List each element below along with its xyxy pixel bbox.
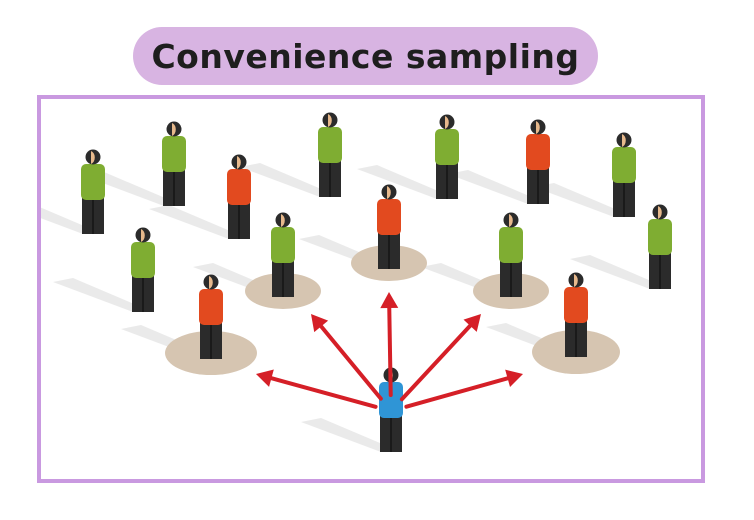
- selection-arrow: [387, 305, 393, 398]
- person-torso: [526, 134, 550, 170]
- person-legs-divider: [537, 168, 539, 204]
- person-face: [574, 274, 578, 287]
- person-face: [172, 123, 176, 136]
- person-legs-divider: [92, 198, 94, 234]
- arrow-head: [380, 292, 399, 309]
- person-torso: [271, 227, 295, 263]
- person-shadow: [53, 278, 153, 312]
- people-layer: [81, 112, 672, 452]
- arrow-layer: [256, 292, 523, 409]
- person-shadow: [357, 165, 457, 199]
- person-shadow: [301, 418, 401, 452]
- person-torso: [377, 199, 401, 235]
- selection-arrow: [404, 376, 510, 409]
- person-face: [141, 229, 145, 242]
- selected-person: [526, 119, 550, 204]
- person-legs-divider: [623, 181, 625, 217]
- unselected-person: [162, 121, 186, 206]
- person-shadow: [149, 205, 249, 239]
- arrow-head: [505, 369, 523, 387]
- person-torso: [499, 227, 523, 263]
- arrow-head: [463, 314, 481, 332]
- person-torso: [199, 289, 223, 325]
- person-face: [509, 214, 513, 227]
- unselected-person: [612, 132, 636, 217]
- selected-person: [377, 184, 401, 269]
- arrow-head: [256, 369, 274, 387]
- person-face: [237, 156, 241, 169]
- person-face: [91, 151, 95, 164]
- person-shadow: [240, 163, 340, 197]
- sampling-illustration: [41, 112, 672, 452]
- unselected-person: [271, 212, 295, 297]
- person-shadow: [570, 255, 670, 289]
- person-legs-divider: [388, 233, 390, 269]
- person-legs-divider: [329, 161, 331, 197]
- person-face: [445, 116, 449, 129]
- person-face: [281, 214, 285, 227]
- unselected-person: [318, 112, 342, 197]
- arrow-head: [311, 314, 329, 333]
- selection-arrow: [319, 324, 383, 401]
- person-torso: [648, 219, 672, 255]
- person-torso: [227, 169, 251, 205]
- person-legs-divider: [210, 323, 212, 359]
- selection-arrow: [269, 376, 378, 409]
- person-legs-divider: [173, 170, 175, 206]
- selected-person: [227, 154, 251, 239]
- selection-arrow: [399, 323, 473, 402]
- person-legs-divider: [659, 253, 661, 289]
- person-shadow: [448, 170, 548, 204]
- diagram-title: Convenience sampling: [151, 36, 580, 76]
- unselected-person: [499, 212, 523, 297]
- person-torso: [131, 242, 155, 278]
- person-face: [536, 121, 540, 134]
- person-torso: [612, 147, 636, 183]
- person-shadow: [84, 172, 184, 206]
- person-torso: [564, 287, 588, 323]
- researcher-person: [379, 367, 403, 452]
- person-legs-divider: [510, 261, 512, 297]
- person-face: [622, 134, 626, 147]
- person-torso: [379, 382, 403, 418]
- person-legs-divider: [446, 163, 448, 199]
- selected-person: [199, 274, 223, 359]
- person-legs-divider: [390, 416, 392, 452]
- person-torso: [81, 164, 105, 200]
- person-legs-divider: [238, 203, 240, 239]
- title-banner: Convenience sampling: [133, 27, 598, 85]
- person-shadow: [534, 183, 634, 217]
- illustration-frame: [37, 95, 705, 483]
- selected-person: [564, 272, 588, 357]
- unselected-person: [131, 227, 155, 312]
- person-legs-divider: [142, 276, 144, 312]
- person-face: [387, 186, 391, 199]
- person-torso: [435, 129, 459, 165]
- unselected-person: [81, 149, 105, 234]
- unselected-person: [648, 204, 672, 289]
- person-face: [328, 114, 332, 127]
- person-face: [658, 206, 662, 219]
- person-face: [209, 276, 213, 289]
- person-legs-divider: [575, 321, 577, 357]
- person-torso: [318, 127, 342, 163]
- person-torso: [162, 136, 186, 172]
- person-legs-divider: [282, 261, 284, 297]
- unselected-person: [435, 114, 459, 199]
